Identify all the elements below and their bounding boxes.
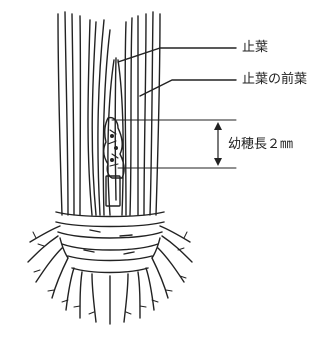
roots-left: [28, 226, 96, 322]
flag-leaf-leader: [118, 48, 236, 62]
panicle-length-label: 幼穂長２㎜: [228, 138, 293, 151]
young-panicle: [104, 118, 124, 206]
outer-sheath-lines-left: [58, 12, 80, 215]
flag-leaf-sheath-lines: [88, 18, 132, 215]
roots-right: [110, 226, 192, 324]
node-layers: [56, 212, 164, 273]
flag-leaf-sheath-leader: [140, 80, 236, 96]
leader-lines: [118, 48, 236, 96]
flag-leaf-label: 止葉: [242, 41, 268, 54]
outer-sheath-lines-right: [138, 12, 160, 215]
flag-leaf-sheath-label: 止葉の前葉: [242, 73, 307, 86]
